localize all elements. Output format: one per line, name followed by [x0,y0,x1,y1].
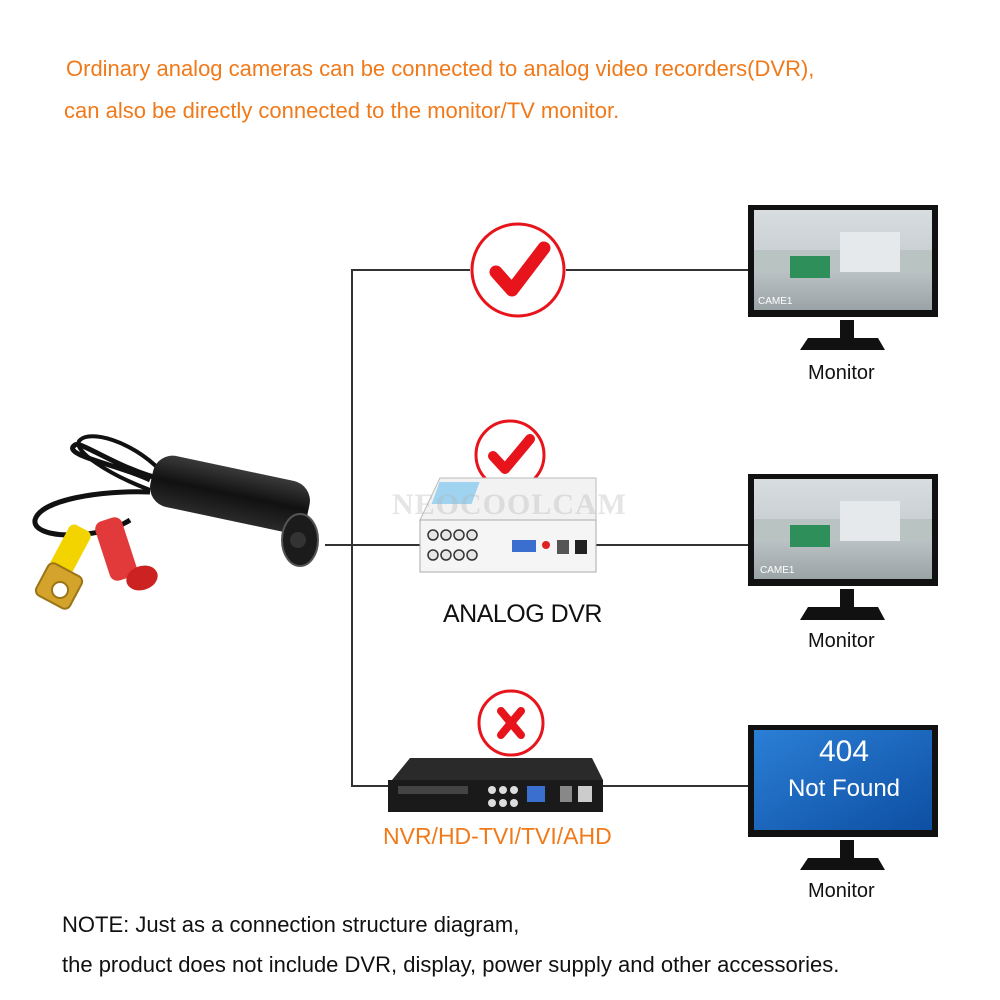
note-line-2: the product does not include DVR, displa… [62,952,840,977]
camera-cable [70,442,166,483]
bullet-camera [32,434,319,610]
dvr-label: ANALOG DVR [443,600,602,628]
monitor-label: Monitor [808,880,875,902]
red-power-connector [95,517,137,581]
checkmark-icon [474,419,546,491]
monitor-label: Monitor [808,362,875,384]
header-line-2: can also be directly connected to the mo… [64,98,620,123]
monitor-2 [748,474,938,620]
camera-body [150,455,310,533]
nvr-device [388,758,603,812]
camera-channel-label: CAME1 [758,296,793,307]
error-code: 404 [818,735,870,768]
camera-channel-label: CAME1 [760,565,795,576]
wiring [325,269,752,787]
checkmark-icon [470,222,566,318]
wire-to-nvr [351,545,388,787]
monitor-label: Monitor [808,630,875,652]
monitor-1 [748,205,938,350]
note-line-1: NOTE: Just as a connection structure dia… [62,912,520,937]
header-line-1: Ordinary analog cameras can be connected… [66,56,815,81]
nvr-label: NVR/HD-TVI/TVI/AHD [383,823,612,849]
x-icon [477,689,545,757]
error-text: Not Found [787,775,901,802]
yellow-rca-connector [49,524,91,578]
analog-dvr-device [419,477,597,573]
monitor-3 [748,725,938,870]
watermark: NEOCOOLCAM [392,488,627,521]
